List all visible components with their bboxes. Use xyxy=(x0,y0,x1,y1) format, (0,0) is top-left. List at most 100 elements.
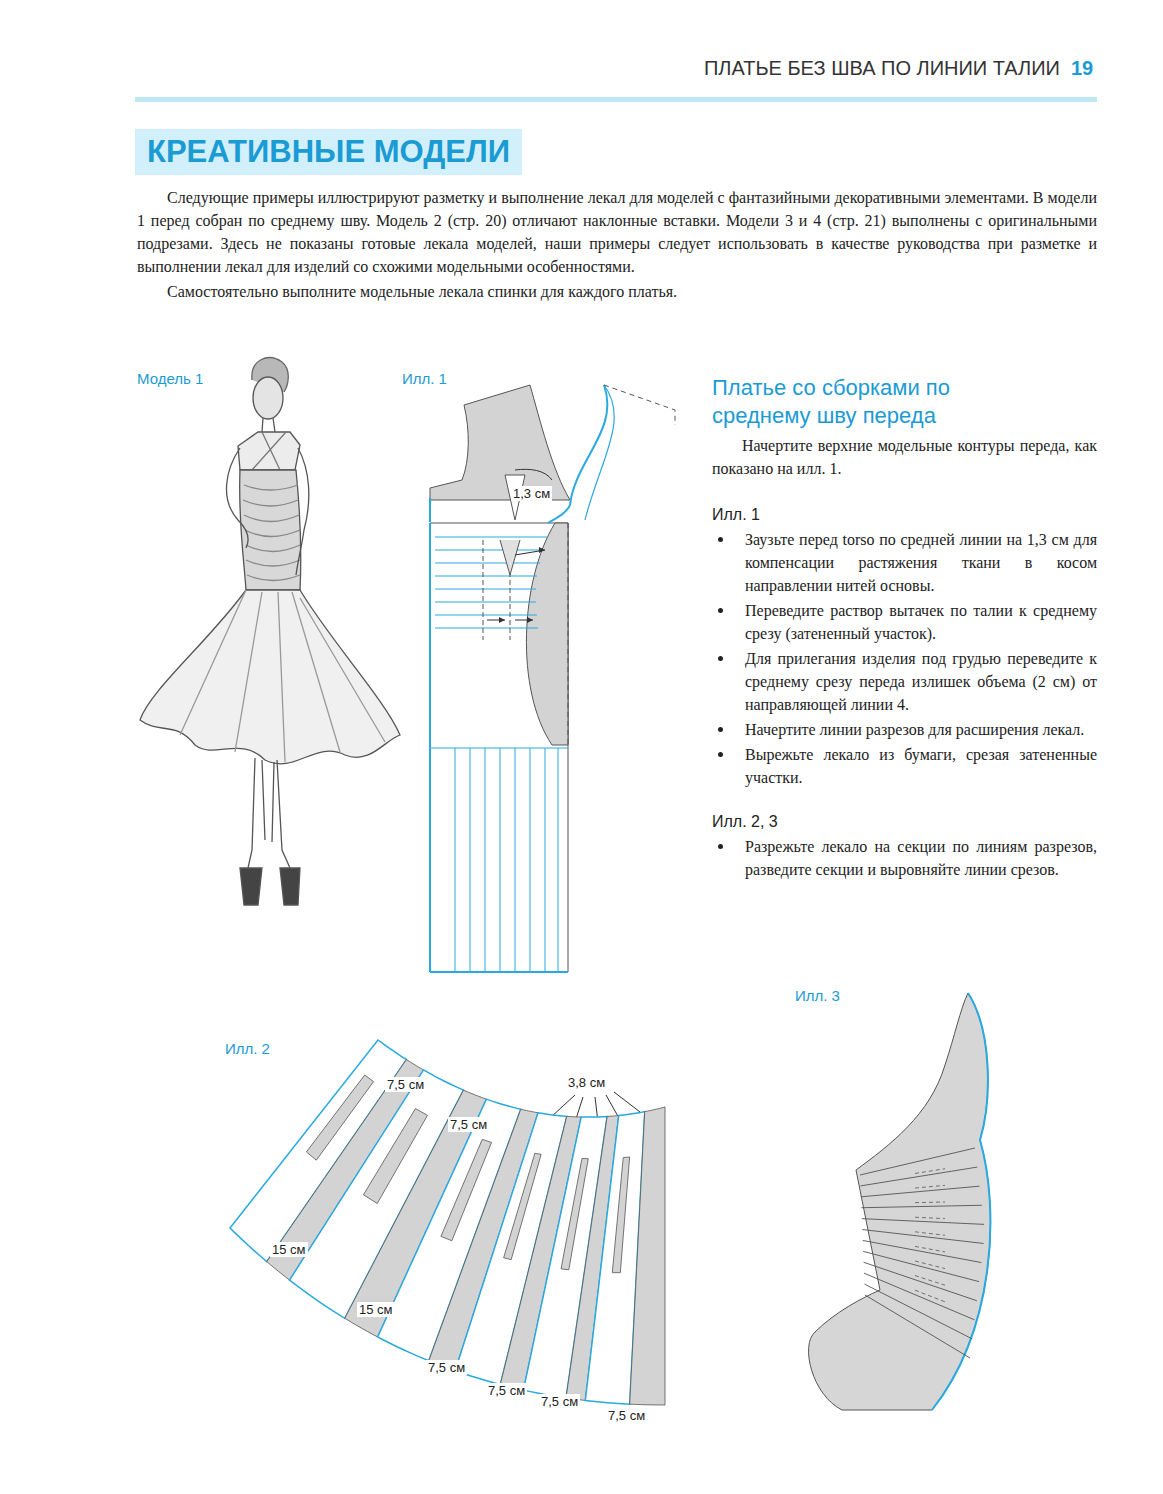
page-number: 19 xyxy=(1071,57,1093,80)
fashion-sketch xyxy=(140,358,400,905)
bodice-pattern xyxy=(430,523,568,972)
label-text: 1,3 см xyxy=(513,486,550,501)
bullet-dot xyxy=(718,752,723,757)
dimension-label: 7,5 см xyxy=(426,1360,467,1375)
step-heading: Илл. 1 xyxy=(712,504,1097,526)
fashion-sketch xyxy=(240,470,301,590)
dimension-label: 7,5 см xyxy=(448,1117,489,1132)
bullet-item: Переведите раствор вытачек по талии к ср… xyxy=(712,599,1097,645)
bodice-pattern xyxy=(568,523,569,748)
bodice-pattern xyxy=(585,385,614,520)
figure-label: Илл. 1 xyxy=(402,370,447,387)
fashion-sketch xyxy=(262,418,275,432)
fold-line xyxy=(862,1230,983,1244)
bullet-dot xyxy=(718,608,723,613)
fashion-sketch xyxy=(253,377,283,419)
bodice-pattern xyxy=(429,498,431,522)
bullet-item: Вырежьте лекало из бумаги, срезая затене… xyxy=(712,743,1097,789)
dart-line xyxy=(915,1185,945,1188)
dimension-label: 7,5 см xyxy=(606,1408,647,1423)
bullet-item: Заузьте перед torso по средней линии на … xyxy=(712,528,1097,597)
dart-line xyxy=(915,1202,945,1204)
dart-line xyxy=(915,1261,945,1269)
bodice-pattern xyxy=(430,385,675,972)
label-text: Для прилегания изделия под грудью переве… xyxy=(745,650,1097,713)
label-text: Начертите линии разрезов для расширения … xyxy=(745,721,1084,738)
fashion-sketch xyxy=(226,448,308,575)
label-text: Платье со сборками по среднему шву перед… xyxy=(712,375,950,428)
step-heading: Илл. 2, 3 xyxy=(712,811,1097,833)
label-text: 15 см xyxy=(272,1242,306,1257)
shaded-strip xyxy=(441,1139,492,1240)
bullet-dot xyxy=(718,727,723,732)
label-text: 7,5 см xyxy=(541,1394,578,1409)
ruffle-pattern xyxy=(809,993,991,1410)
shaded-strip xyxy=(306,1075,373,1160)
fold-line xyxy=(864,1262,977,1300)
label-text: Илл. 2, 3 xyxy=(712,813,778,830)
label-text: 7,5 см xyxy=(488,1383,525,1398)
intro-paragraph: Самостоятельно выполните модельные лекал… xyxy=(137,280,1097,303)
dimension-label: 7,5 см xyxy=(539,1394,580,1409)
dart-line xyxy=(915,1276,945,1286)
bodice-pattern xyxy=(430,747,568,748)
figure-label: Илл. 3 xyxy=(795,987,840,1004)
right-column: Платье со сборками по среднему шву перед… xyxy=(712,374,1097,881)
dimension-label: 15 см xyxy=(270,1242,308,1257)
dimension-label: 1,3 см xyxy=(511,486,552,501)
fold-line xyxy=(864,1273,974,1320)
shaded-strip xyxy=(504,1153,541,1259)
label-text: Переведите раствор вытачек по талии к ср… xyxy=(745,602,1097,642)
bodice-pattern xyxy=(430,971,568,973)
label-text: 7,5 см xyxy=(450,1117,487,1132)
label-text: 3,8 см xyxy=(568,1075,605,1090)
dart-line xyxy=(915,1217,945,1218)
bodice-pattern xyxy=(548,385,607,523)
bodice-pattern xyxy=(499,547,545,623)
bodice-pattern xyxy=(435,537,548,628)
intro-paragraph: Следующие примеры иллюстрируют разметку … xyxy=(137,186,1097,278)
bodice-pattern xyxy=(515,469,552,480)
label-text: Илл. 1 xyxy=(712,506,760,523)
section-title: КРЕАТИВНЫЕ МОДЕЛИ xyxy=(135,129,522,175)
fold-line xyxy=(863,1251,979,1281)
fold-line xyxy=(865,1284,973,1339)
label-text: Модель 1 xyxy=(137,370,203,387)
dimension-label: 15 см xyxy=(357,1302,395,1317)
bodice-pattern xyxy=(526,523,568,745)
label-text: 7,5 см xyxy=(428,1360,465,1375)
fashion-sketch xyxy=(140,590,400,764)
label-text: Начертите верхние модельные контуры пере… xyxy=(712,437,1097,477)
header-rule xyxy=(135,97,1097,102)
fashion-sketch xyxy=(252,432,286,470)
subheading: Платье со сборками по среднему шву перед… xyxy=(712,374,1042,430)
label-text: Самостоятельно выполните модельные лекал… xyxy=(167,283,677,300)
dimension-label: 7,5 см xyxy=(486,1383,527,1398)
dart-line xyxy=(915,1246,945,1252)
ruffle-outline xyxy=(809,993,991,1410)
label-text: 7,5 см xyxy=(387,1077,424,1092)
bullet-item: Начертите линии разрезов для расширения … xyxy=(712,718,1097,741)
skirt-fan-pattern xyxy=(230,1040,665,1405)
dimension-label: 7,5 см xyxy=(385,1077,426,1092)
body-text: Начертите верхние модельные контуры пере… xyxy=(712,434,1097,480)
running-header: ПЛАТЬЕ БЕЗ ШВА ПО ЛИНИИ ТАЛИИ xyxy=(660,57,1060,80)
bullet-dot xyxy=(718,844,723,849)
bodice-pattern xyxy=(487,550,545,620)
fashion-sketch xyxy=(240,868,300,905)
dart-line xyxy=(915,1290,945,1302)
model-label: Модель 1 xyxy=(137,370,203,387)
ruffle-edge xyxy=(932,993,990,1410)
fold-line xyxy=(861,1186,980,1197)
figure-label: Илл. 2 xyxy=(225,1040,270,1057)
fold-line xyxy=(860,1148,975,1175)
shaded-strip xyxy=(561,1158,588,1269)
label-text: 7,5 см xyxy=(608,1408,645,1423)
label-text: Вырежьте лекало из бумаги, срезая затене… xyxy=(745,746,1097,786)
dimension-label: 3,8 см xyxy=(566,1075,607,1090)
label-text: Заузьте перед torso по средней линии на … xyxy=(745,531,1097,594)
shaded-strip xyxy=(612,1157,629,1273)
fold-line xyxy=(862,1219,984,1225)
label-text: Илл. 3 xyxy=(795,987,840,1004)
fashion-sketch xyxy=(238,432,300,470)
